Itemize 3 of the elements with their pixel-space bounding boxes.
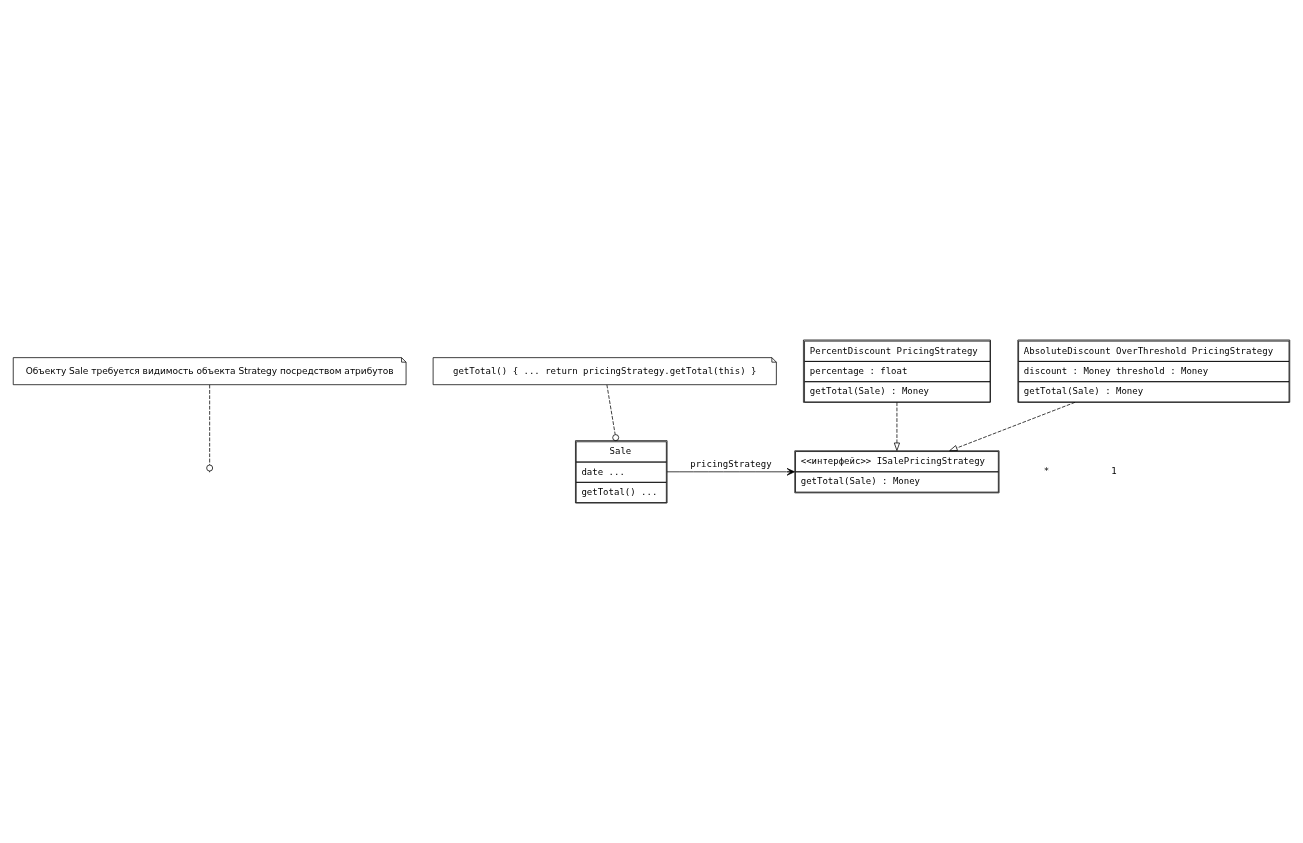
label: * <box>1043 466 1050 477</box>
edge-label: pricingStrategy <box>690 459 772 470</box>
label: 1 <box>1111 466 1117 477</box>
